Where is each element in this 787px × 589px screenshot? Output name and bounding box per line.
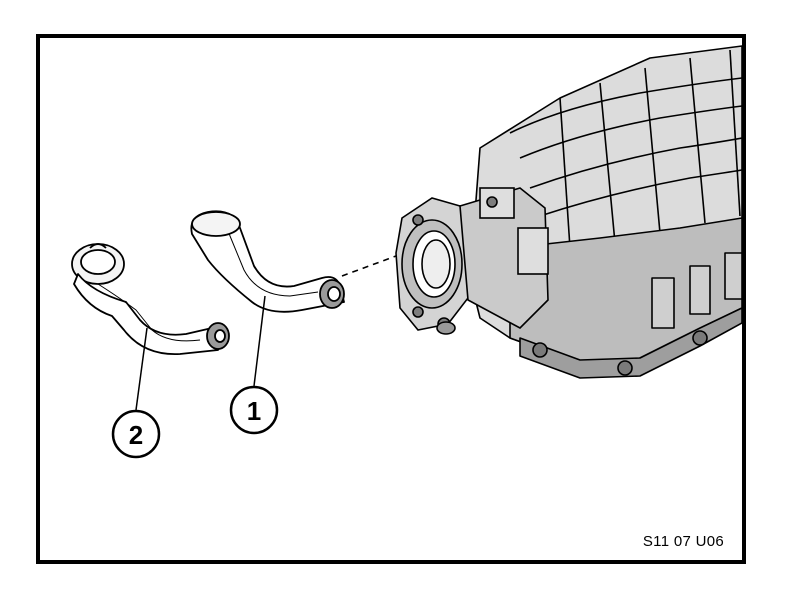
callout-2-label: 2 xyxy=(129,420,143,450)
technical-illustration: 1 2 xyxy=(71,45,742,459)
figure-frame: 1 2 S11 07 U06 xyxy=(36,34,746,564)
breather-hose-icon xyxy=(190,210,345,313)
throttle-body-icon xyxy=(395,187,549,335)
assembly-line xyxy=(341,255,397,277)
figure-code: S11 07 U06 xyxy=(642,533,724,550)
breather-pipe-icon xyxy=(71,243,230,355)
callout-1-label: 1 xyxy=(247,396,261,426)
callout-1: 1 xyxy=(229,295,279,435)
callout-2: 2 xyxy=(111,327,161,459)
